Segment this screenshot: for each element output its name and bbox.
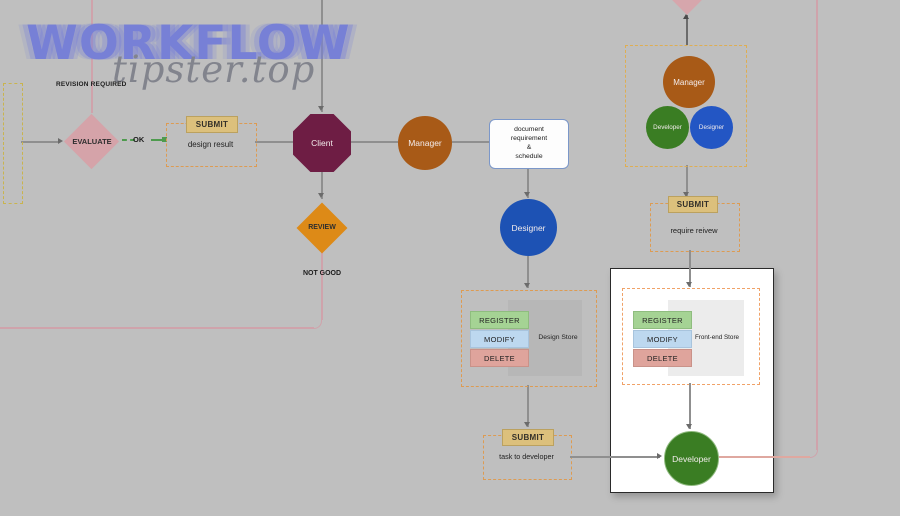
manager-circle: Manager <box>398 116 452 170</box>
team-group-box <box>625 45 747 167</box>
connector-line <box>527 256 529 288</box>
ok-connector <box>122 139 135 141</box>
design-result-submit-tag: SUBMIT <box>186 116 238 133</box>
offscreen-diamond <box>660 0 714 15</box>
connector-line <box>255 141 296 143</box>
connector-line <box>570 456 660 458</box>
connector-line <box>527 385 529 427</box>
delete-button: DELETE <box>633 349 692 367</box>
design-store-group <box>461 290 597 387</box>
require-review-submit-tag: SUBMIT <box>668 196 718 213</box>
connector-line <box>21 141 60 143</box>
team-developer-circle: Developer <box>646 106 689 149</box>
not-good-label: NOT GOOD <box>302 270 342 277</box>
connector-line <box>321 172 323 199</box>
arrowhead-icon <box>524 192 530 197</box>
connector-line <box>689 383 691 429</box>
watermark-title: WORKFLOW <box>26 16 351 71</box>
register-button: REGISTER <box>470 311 529 329</box>
connector-line <box>351 141 398 143</box>
watermark-subtitle: tipster.top <box>112 48 316 91</box>
modify-button: MODIFY <box>633 330 692 348</box>
not-good-return-corner <box>313 320 322 329</box>
arrowhead-icon <box>58 138 63 144</box>
design-store-label: Design Store <box>538 334 578 341</box>
design-result-text: design result <box>187 140 234 149</box>
evaluate-label: EVALUATE <box>72 137 112 146</box>
delete-button: DELETE <box>470 349 529 367</box>
arrowhead-icon <box>686 424 692 429</box>
arrowhead-icon <box>657 453 662 459</box>
developer-return-line <box>716 456 810 458</box>
offscreen-dashed-box <box>3 83 23 204</box>
require-review-text: require reivew <box>670 226 718 235</box>
ok-label: OK <box>133 135 145 144</box>
not-good-return-line <box>0 327 314 329</box>
register-button: REGISTER <box>633 311 692 329</box>
revision-required-label: REVISION REQUIRED <box>56 81 127 88</box>
review-label: REVIEW <box>308 224 336 231</box>
client-octagon: Client <box>293 114 351 172</box>
connector-line <box>686 15 688 45</box>
not-good-return-line <box>321 249 323 320</box>
connector-line <box>686 165 688 198</box>
frontend-store-label: Front-end Store <box>694 334 740 341</box>
arrowhead-icon <box>318 106 324 111</box>
designer-circle: Designer <box>500 199 557 256</box>
developer-return-line <box>816 0 818 450</box>
arrowhead-icon <box>683 192 689 197</box>
arrowhead-icon <box>524 422 530 427</box>
revision-return-line <box>91 0 93 113</box>
ok-connector-dot <box>162 137 167 142</box>
task-submit-tag: SUBMIT <box>502 429 554 446</box>
arrowhead-icon <box>686 282 692 287</box>
arrowhead-icon <box>524 283 530 288</box>
developer-return-corner <box>809 449 818 458</box>
connector-line <box>321 0 323 112</box>
arrowhead-icon <box>683 14 689 19</box>
task-to-developer-text: task to developer <box>499 452 554 461</box>
arrowhead-icon <box>318 193 324 198</box>
ok-connector <box>151 139 162 141</box>
developer-circle: Developer <box>664 431 719 486</box>
team-designer-circle: Designer <box>690 106 733 149</box>
document-requirement-box: document requirement & schedule <box>489 119 569 169</box>
connector-line <box>452 141 489 143</box>
frontend-store-group <box>622 288 760 385</box>
modify-button: MODIFY <box>470 330 529 348</box>
connector-line <box>689 250 691 287</box>
team-manager-circle: Manager <box>663 56 715 108</box>
connector-line <box>527 167 529 198</box>
